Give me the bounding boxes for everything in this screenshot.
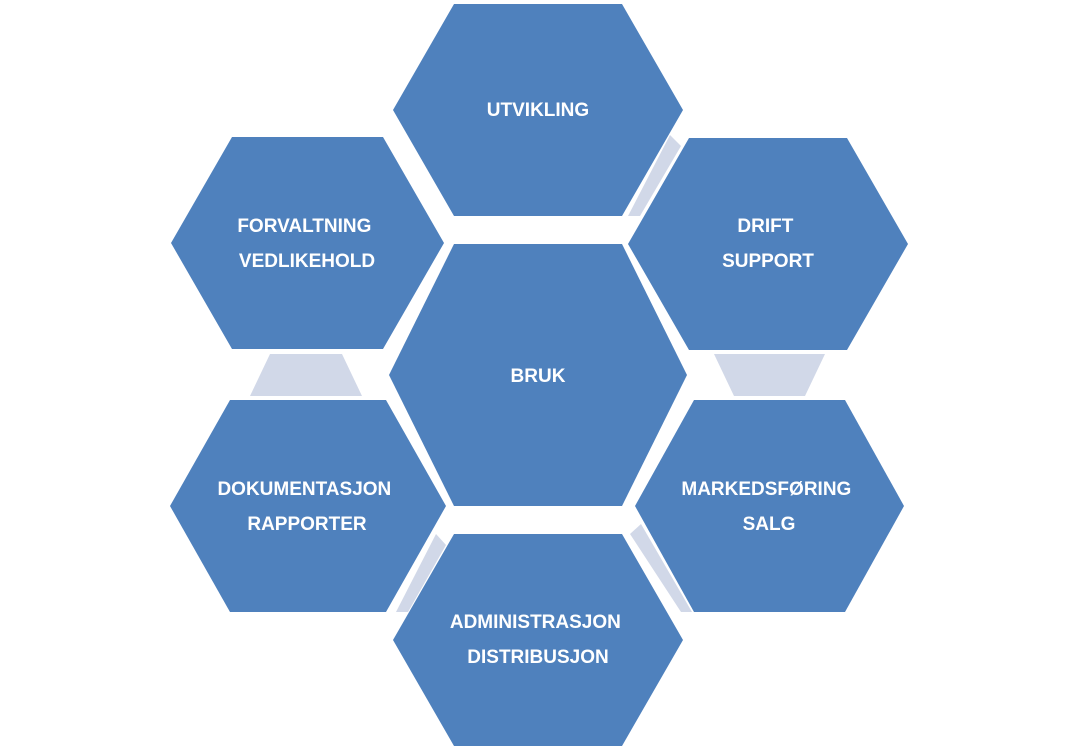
connectors <box>250 135 825 612</box>
connector-lower-right-to-bottom <box>630 524 692 612</box>
hex-bottom <box>393 534 683 746</box>
label-center: BRUK <box>511 366 566 387</box>
connector-top-to-upper-right <box>628 135 681 216</box>
label-lower-right: MARKEDSFØRING SALG <box>681 479 856 535</box>
connector-upper-right-to-lower-right <box>714 354 825 396</box>
label-upper-right: DRIFT SUPPORT <box>722 216 814 272</box>
label-bottom: ADMINISTRASJON DISTRIBUSJON <box>450 612 626 668</box>
hex-top <box>393 4 683 216</box>
hex-upper-left <box>171 137 444 349</box>
connector-bottom-to-lower-left <box>396 534 446 612</box>
hex-lower-right <box>635 400 904 612</box>
label-lower-left: DOKUMENTASJON RAPPORTER <box>217 479 396 535</box>
label-upper-left: FORVALTNING VEDLIKEHOLD <box>237 216 376 272</box>
hex-center <box>389 244 687 506</box>
connector-lower-left-to-upper-left <box>250 354 362 396</box>
hex-upper-right <box>628 138 908 350</box>
labels: BRUK UTVIKLING DRIFT SUPPORT MARKEDSFØRI… <box>217 100 856 668</box>
hex-lower-left <box>170 400 446 612</box>
hexagons <box>170 4 908 746</box>
label-top: UTVIKLING <box>487 100 589 121</box>
